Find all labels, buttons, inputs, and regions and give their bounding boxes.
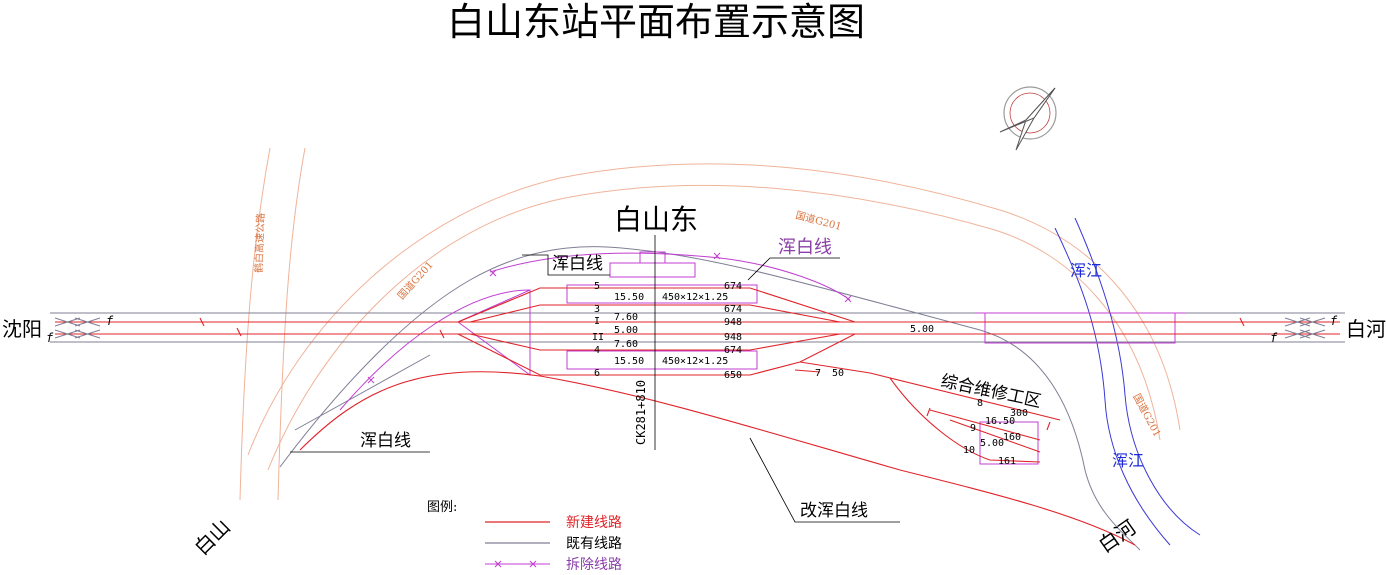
river-label-1: 浑江 [1070,261,1102,280]
line-label-hunbai-top-right: 浑白线 [747,237,840,281]
svg-text:f: f [1270,331,1278,345]
svg-text:f: f [46,331,54,345]
river-label-2: 浑江 [1112,451,1144,470]
svg-text:改浑白线: 改浑白线 [800,501,868,521]
track-5-length: 674 [724,281,742,292]
track-3-length: 674 [724,304,742,315]
svg-text:f: f [1330,314,1338,328]
road-label-g201-left: 国道G201 [395,258,436,302]
line-label-gai-hunbai: 改浑白线 [749,437,900,523]
station-name: 白山东 [614,203,698,236]
depot-track-10: 10 [963,445,975,456]
city-baihe-south: 白河 [1094,515,1141,558]
road-label-g201-right: 国道G201 [1130,391,1164,439]
svg-text:浑白线: 浑白线 [552,254,603,274]
platform-top: 450×12×1.25 [662,292,728,303]
track-spacing-top: 15.50 [614,292,644,303]
mileage-label: CK281+810 [634,380,648,445]
track-ii-no: II [592,332,604,343]
depot-track-7-value: 50 [832,368,844,379]
track-6-no: 6 [594,368,600,379]
track-4-length: 674 [724,345,742,356]
line-label-hunbai-top-left: 浑白线 [522,254,610,276]
legend-existing-label: 既有线路 [566,536,622,552]
removed-lines [339,251,1185,465]
svg-text:f: f [106,314,114,328]
svg-text:浑白线: 浑白线 [360,431,411,451]
depot-track-8: 8 [977,398,983,409]
depot-track-9-value: 160 [1003,432,1021,443]
track-3-spacing: 7.60 [614,312,638,323]
track-ii-length: 948 [724,332,742,343]
depot-track-9: 9 [970,423,976,434]
track-labels: 5 674 15.50 450×12×1.25 3 7.60 674 I 5.0… [592,281,934,381]
city-baihe-east: 白河 [1346,317,1386,341]
depot-track-7: 7 [815,368,821,379]
track-i-no: I [594,316,600,327]
depot-labels: 7 50 8 300 16.50 9 160 5.00 10 161 综合维修工… [815,368,1043,467]
track-i-length: 948 [724,317,742,328]
legend-removed-label: 拆除线路 [566,557,622,573]
track-3-no: 3 [594,304,600,315]
f-marks: f f f f [46,314,1338,345]
track-6-length: 650 [724,370,742,381]
roads [239,147,1181,501]
city-baishan: 白山 [189,514,234,559]
platform-bottom: 450×12×1.25 [662,356,728,367]
track-4-spacing: 7.60 [614,339,638,350]
track-5-no: 5 [594,281,600,292]
city-shenyang: 沈阳 [2,317,42,341]
track-spacing-bottom: 15.50 [614,356,644,367]
legend-heading: 图例: [427,500,457,515]
track-i-spacing: 5.00 [614,325,638,336]
page-title: 白山东站平面布置示意图 [447,0,865,44]
depot-track-8-value: 300 [1010,408,1028,419]
legend-new-label: 新建线路 [566,515,622,531]
svg-text:浑白线: 浑白线 [778,237,832,258]
depot-name: 综合维修工区 [939,371,1043,412]
track-4-no: 4 [594,345,600,356]
north-arrow-icon [999,86,1057,151]
line-label-hunbai-bottom-left: 浑白线 [290,431,430,453]
east-spacing: 5.00 [910,324,934,335]
depot-spacing-500: 5.00 [980,438,1004,449]
depot-spacing-1650: 16.50 [985,416,1015,427]
river-hunjiang [1054,217,1201,546]
new-lines [55,287,1340,546]
road-label-expressway: 鹤白高速公路 [252,213,267,273]
road-label-g201-mid: 国道G201 [794,208,843,233]
legend: 图例: 新建线路 既有线路 拆除线路 [427,500,622,573]
depot-track-10-value: 161 [998,456,1016,467]
